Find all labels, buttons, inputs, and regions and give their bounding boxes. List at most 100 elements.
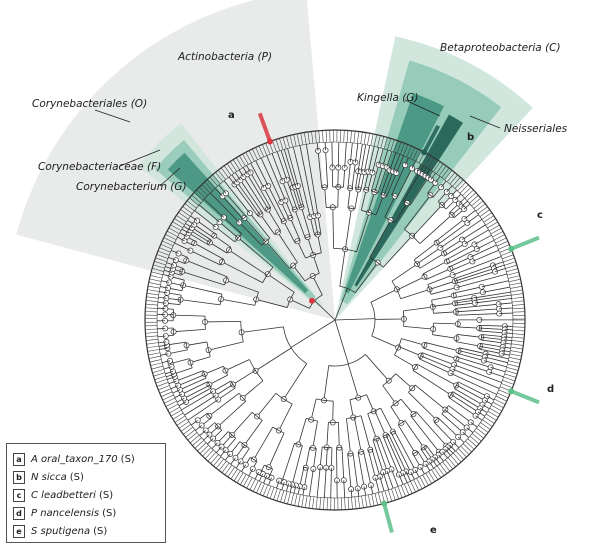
legend-row-d: d P nancelensis (S) (13, 504, 165, 522)
terminal-branch (187, 399, 219, 421)
tip-tick (502, 380, 514, 385)
marker-e (381, 501, 394, 534)
tip-label-c: c (537, 210, 543, 221)
tip-tick (304, 495, 308, 508)
terminal-branch (364, 145, 371, 173)
radial-branch (338, 422, 340, 448)
tip-tick (178, 212, 189, 220)
tip-tick (189, 197, 199, 206)
legend-key-d: d (13, 506, 25, 520)
terminal-branch (234, 172, 241, 181)
terminal-branch (316, 467, 321, 498)
tip-tick (170, 224, 182, 231)
tip-tick (474, 430, 484, 439)
terminal-branch (283, 149, 296, 187)
terminal-branch (490, 366, 506, 373)
terminal-branch (198, 204, 220, 223)
radial-branch (244, 217, 266, 242)
terminal-branch (297, 486, 301, 495)
terminal-branch (280, 150, 294, 188)
radial-branch (441, 413, 463, 433)
legend-rank-a: (S) (120, 453, 135, 465)
terminal-branch (246, 165, 251, 173)
terminal-branch (185, 223, 193, 229)
radial-branch (419, 214, 452, 244)
tip-tick (156, 254, 169, 259)
label-corynebacteriales: Corynebacteriales (O) (32, 98, 147, 110)
radial-branch (347, 161, 351, 189)
tip-tick (469, 195, 479, 204)
tip-tick (192, 437, 202, 446)
tip-tick (147, 349, 160, 352)
radial-branch (221, 261, 263, 284)
tip-tick (484, 416, 495, 424)
tip-tick (487, 221, 498, 229)
terminal-branch (224, 453, 231, 461)
tip-tick (439, 463, 448, 474)
arc-branch (242, 216, 247, 220)
radial-branch (388, 433, 407, 472)
terminal-branch (422, 167, 427, 175)
terminal-branch (438, 454, 444, 462)
terminal-branch (268, 477, 272, 486)
tip-tick (170, 409, 182, 417)
terminal-branch (178, 401, 187, 407)
terminal-branch (299, 145, 315, 217)
tip-tick (350, 130, 352, 143)
tip-tick (489, 407, 501, 415)
tip-tick (421, 153, 428, 165)
clade-wedges (16, 0, 533, 321)
radial-branch (370, 289, 397, 303)
tip-tick (489, 224, 500, 232)
tip-tick (286, 136, 290, 148)
tip-tick (230, 468, 238, 480)
radial-branch (401, 338, 425, 346)
tip-tick (351, 497, 353, 510)
tip-tick (487, 410, 499, 418)
terminal-branch (231, 174, 238, 183)
terminal-branch (375, 477, 380, 493)
tip-tick (508, 278, 521, 283)
radial-branch (454, 297, 475, 302)
radial-branch (445, 244, 475, 261)
terminal-branch (498, 302, 513, 305)
terminal-branch (176, 398, 185, 403)
tip-tick (145, 307, 158, 309)
radial-branch (341, 447, 345, 481)
radial-branch (194, 242, 224, 260)
tip-tick (503, 376, 516, 382)
terminal-branch (501, 353, 510, 356)
terminal-branch (165, 371, 174, 375)
radial-branch (185, 387, 212, 403)
terminal-branch (411, 161, 416, 169)
radial-branch (385, 434, 404, 474)
radial-branch (305, 447, 311, 468)
tip-tick (297, 494, 301, 507)
tip-tick (290, 493, 295, 505)
tip-tick (199, 444, 209, 454)
terminal-branch (254, 471, 260, 480)
terminal-branch (285, 483, 289, 492)
radial-branch (393, 430, 416, 471)
legend-rank-b: (S) (69, 471, 84, 483)
terminal-branch (462, 431, 469, 438)
tip-tick (155, 257, 167, 263)
radial-branch (225, 279, 259, 293)
radial-branch (190, 230, 211, 243)
tip-tick (502, 254, 514, 260)
terminal-branch (461, 224, 486, 240)
radial-branch (347, 363, 359, 398)
tip-tick (353, 131, 356, 144)
tip-tick (308, 496, 311, 509)
radial-branch (313, 216, 319, 235)
radial-branch (352, 453, 359, 489)
radial-branch (404, 195, 431, 230)
terminal-branch (420, 466, 425, 475)
terminal-branch (476, 239, 495, 250)
tip-tick (252, 480, 259, 492)
tip-tick (204, 181, 213, 191)
radial-branch (298, 418, 307, 445)
radial-branch (173, 367, 193, 375)
radial-branch (182, 271, 225, 286)
radial-branch (415, 411, 447, 446)
